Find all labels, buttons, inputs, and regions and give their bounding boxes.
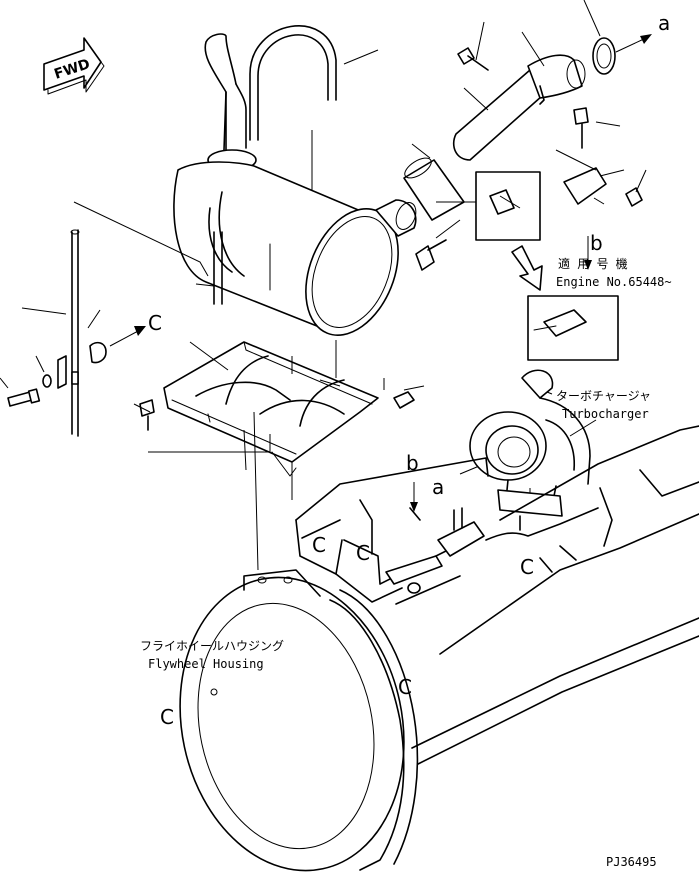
ref-b-engine: b — [406, 451, 419, 475]
turbocharger — [469, 369, 591, 517]
exhaust-pipes — [403, 37, 643, 271]
ref-a-top: a — [658, 11, 670, 35]
detail-arrow — [511, 245, 543, 291]
muffler — [173, 33, 417, 336]
ref-a-turbo: a — [432, 475, 444, 499]
cast-mark-c2: C — [356, 541, 370, 565]
drawing-number: PJ36495 — [606, 855, 657, 869]
leader-lines — [0, 0, 647, 571]
detail-box-b — [475, 171, 541, 241]
flywheel-housing — [179, 569, 419, 872]
applicable-serial-en: Engine No.65448~ — [556, 275, 672, 289]
support-rod — [7, 229, 415, 437]
cast-mark-c3: C — [520, 555, 534, 579]
flywheel-housing-label-en: Flywheel Housing — [148, 657, 264, 671]
flywheel-housing-label-jp: フライホイールハウジング — [140, 639, 284, 653]
turbocharger-label-en: Turbocharger — [562, 407, 649, 421]
fwd-arrow: FWD — [43, 37, 105, 95]
ref-c-left: C — [148, 311, 162, 335]
cast-mark-c1: C — [312, 533, 326, 557]
mount-bracket — [163, 341, 379, 477]
ref-b-top: b — [590, 231, 603, 255]
applicable-serial-jp: 適 用 号 機 — [558, 256, 628, 271]
ref-c-flywheel: C — [160, 705, 174, 729]
turbocharger-label-jp: ターボチャージャ — [556, 389, 651, 403]
detail-box-new — [527, 295, 619, 361]
u-bolt — [213, 25, 337, 305]
engine-block: C C C C — [295, 425, 699, 765]
